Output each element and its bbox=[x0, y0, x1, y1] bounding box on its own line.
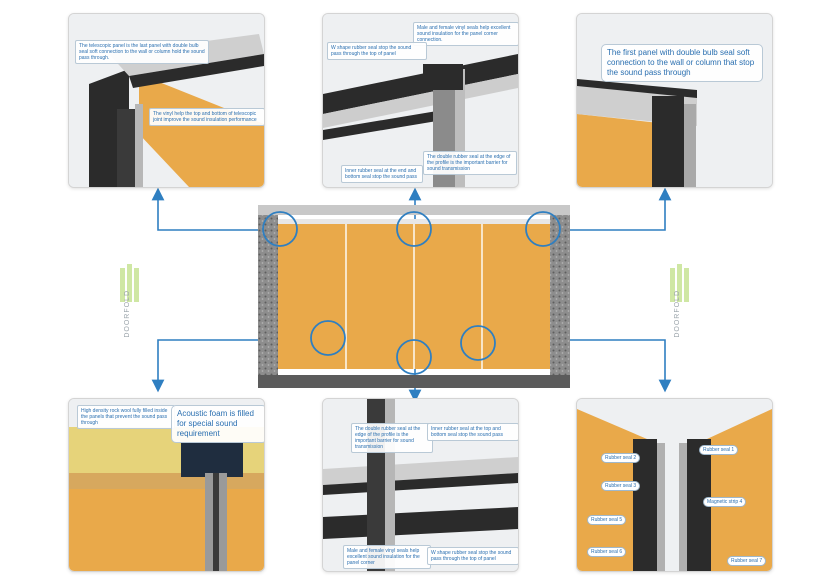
note-w-shape-seal: W shape rubber seal stop the sound pass … bbox=[327, 42, 427, 60]
detail-panel-bottom-left: High density rock wool fully filled insi… bbox=[68, 398, 265, 572]
label-rubber-seal-5: Rubber seal 5 bbox=[587, 515, 627, 525]
note-first-panel: The first panel with double bulb seal so… bbox=[601, 44, 763, 82]
wall-right bbox=[550, 215, 570, 375]
note-vinyl-top-bottom: The vinyl help the top and bottom of tel… bbox=[149, 108, 264, 126]
brand-logo-left bbox=[118, 262, 144, 324]
note-rock-wool: High density rock wool fully filled insi… bbox=[77, 405, 175, 429]
zoom-circle-top-left bbox=[262, 211, 298, 247]
first-panel-illustration bbox=[577, 14, 772, 187]
note-double-rubber-seal: The double rubber seal at the edge of th… bbox=[423, 151, 517, 175]
detail-panel-bottom-center: The double rubber seal at the edge of th… bbox=[322, 398, 519, 572]
note-w-shape-seal-2: W shape rubber seal stop the sound pass … bbox=[427, 547, 518, 565]
note-telescopic-panel: The telescopic panel is the last panel w… bbox=[75, 40, 209, 64]
note-inner-rubber-seal: Inner rubber seal at the end and bottom … bbox=[341, 165, 423, 183]
note-male-female-seals-2: Male and female vinyl seals help excelle… bbox=[343, 545, 431, 569]
note-inner-rubber-seal-2: Inner rubber seal at the top and bottom … bbox=[427, 423, 518, 441]
floor-plan-view bbox=[258, 205, 570, 388]
note-acoustic-foam: Acoustic foam is filled for special soun… bbox=[171, 405, 264, 443]
detail-panel-top-center: Male and female vinyl seals help excelle… bbox=[322, 13, 519, 188]
zoom-circle-top-center bbox=[396, 211, 432, 247]
note-double-rubber-seal-2: The double rubber seal at the edge of th… bbox=[351, 423, 433, 453]
label-rubber-seal-3: Rubber seal 3 bbox=[601, 481, 641, 491]
detail-panel-bottom-right: Rubber seal 1 Rubber seal 2 Rubber seal … bbox=[576, 398, 773, 572]
zoom-circle-top-right bbox=[525, 211, 561, 247]
brand-name-left: DOORFOLD bbox=[124, 290, 131, 338]
zoom-circle-bottom-center bbox=[396, 339, 432, 375]
detail-panel-top-right: The first panel with double bulb seal so… bbox=[576, 13, 773, 188]
label-magnetic-strip-4: Magnetic strip 4 bbox=[703, 497, 747, 507]
label-rubber-seal-6: Rubber seal 6 bbox=[587, 547, 627, 557]
zoom-circle-mid-left bbox=[310, 320, 346, 356]
label-rubber-seal-1: Rubber seal 1 bbox=[699, 445, 739, 455]
brand-name-right: DOORFOLD bbox=[674, 290, 681, 338]
label-rubber-seal-2: Rubber seal 2 bbox=[601, 453, 641, 463]
wall-left bbox=[258, 215, 278, 375]
zoom-circle-mid-right bbox=[460, 325, 496, 361]
label-rubber-seal-7: Rubber seal 7 bbox=[727, 556, 767, 566]
brand-logo-right bbox=[668, 262, 694, 324]
note-male-female-seals: Male and female vinyl seals help excelle… bbox=[413, 22, 518, 46]
detail-panel-top-left: The telescopic panel is the last panel w… bbox=[68, 13, 265, 188]
